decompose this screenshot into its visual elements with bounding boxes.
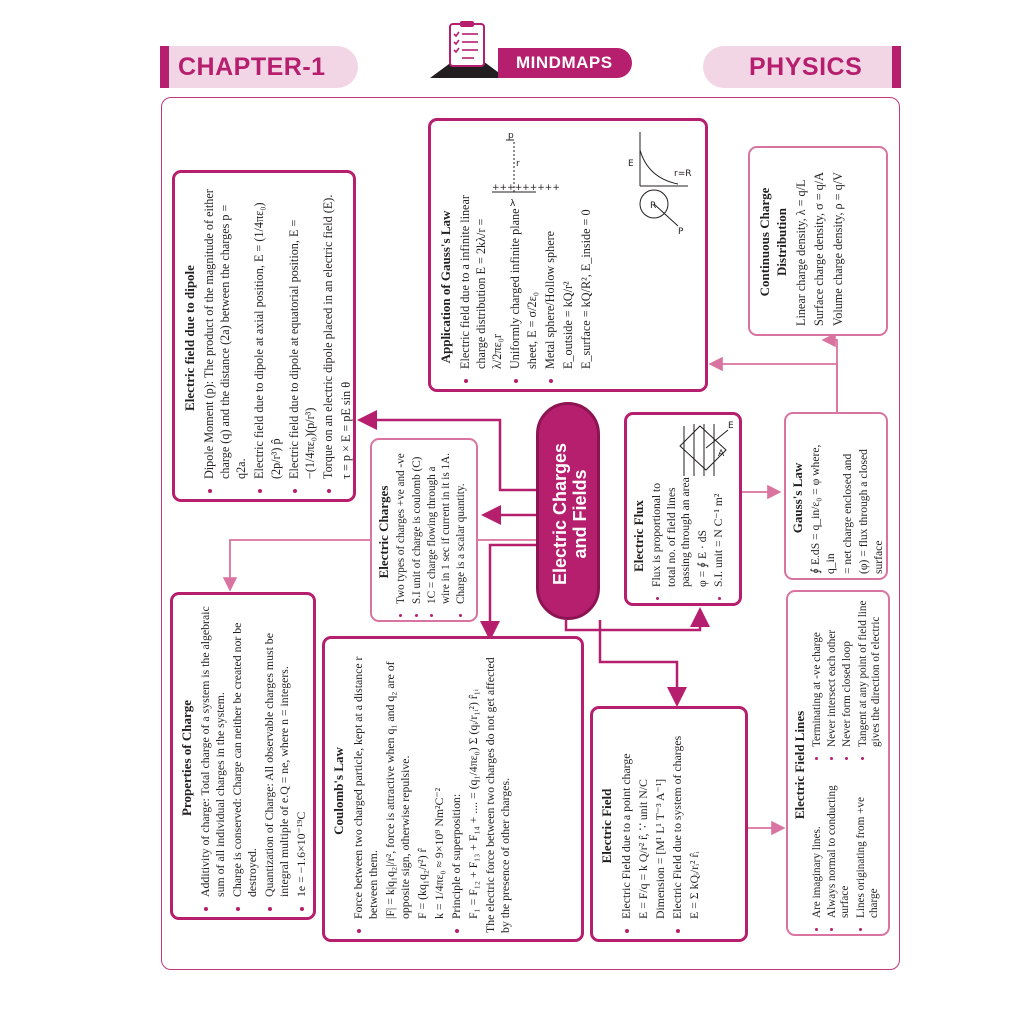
field-lines-item: Are imaginary lines. — [811, 769, 824, 918]
arrow-to-field — [598, 620, 687, 707]
charges-item: Charge is a scalar quantity. — [455, 446, 469, 604]
gauss-law-line: ∮ E.dS = q_in/ε₀ = φ where, q_in — [809, 444, 837, 574]
distribution-item: Volume charge density, ρ = q/V — [830, 172, 845, 326]
gauss-law-line: = net charge enclosed and — [840, 453, 854, 574]
charges-item: 1C = charge flowing through a wire in 1 … — [426, 446, 453, 604]
field-item: Electric Field due to a point charge — [619, 719, 634, 919]
dipole-item: Torque on an electric dipole placed in a… — [320, 183, 336, 479]
charges-item: S.I unit of charge is coulomb (C) — [411, 446, 425, 604]
coulomb-list: Force between two charged particle, kept… — [351, 649, 381, 933]
field-item: Electric Field due to system of charges — [670, 719, 685, 919]
flux-fig-label-e: E — [728, 421, 734, 431]
dipole-item: Electric field due to dipole at axial po… — [251, 183, 283, 479]
field-lines-box: Electric Field Lines Are imaginary lines… — [786, 590, 890, 936]
fig-label-p: p — [508, 131, 514, 141]
charges-item: Two types of charges +ve and -ve — [395, 446, 409, 604]
torque-formula: τ = p × E = pE sin θ — [338, 381, 353, 479]
arrow-to-coulomb — [480, 543, 536, 641]
field-lines-item: Never form closed loop — [841, 598, 854, 747]
central-topic: Electric Charges and Fields — [536, 402, 600, 620]
distribution-item: Linear charge density, λ = q/L — [794, 179, 809, 326]
flux-title: Electric Flux — [631, 500, 646, 572]
distribution-title: Continuous Charge Distribution — [757, 187, 790, 297]
chapter-title: CHAPTER-1 — [178, 53, 326, 81]
distribution-item: Surface charge density, σ = q/A — [812, 172, 827, 326]
mindmaps-badge: MINDMAPS — [498, 48, 632, 78]
field-lines-item: Terminating at -ve charge — [811, 598, 824, 747]
properties-list: Additivity of charge: Total charge of a … — [198, 605, 308, 911]
flux-item: Flux is proportional to total no. of fie… — [650, 471, 693, 587]
properties-item: Charge is conserved: Charge can neither … — [230, 605, 260, 897]
arrow-gauss-to-app — [708, 356, 838, 412]
clipboard-checklist-icon — [430, 21, 506, 78]
flux-formula: φ = ∮ E · dS — [695, 530, 709, 587]
dipole-item: Electric field due to dipole at equatori… — [286, 183, 318, 479]
flux-figure: E A — [679, 421, 734, 476]
properties-item: 1e = −1.6×10⁻¹⁹C — [294, 605, 309, 897]
coulomb-line: k = 1/4πε₀ ≈ 9×10⁹ Nm²C⁻² — [432, 787, 447, 919]
arrow-to-dipole — [357, 410, 536, 492]
gauss-application-box: Application of Gauss's Law Electric fiel… — [428, 118, 708, 392]
subject-header: PHYSICS — [703, 46, 901, 88]
coulomb-line: F = (kq₁q₂/r²) r̂ — [415, 848, 429, 919]
field-lines-item: Never intersect each other — [826, 598, 839, 747]
flux-item: S.I. unit = N C⁻¹ m² — [712, 471, 726, 587]
fig-label-P: P — [678, 227, 684, 236]
properties-title: Properties of Charge — [179, 700, 194, 817]
charges-list: Two types of charges +ve and -ve S.I uni… — [395, 446, 469, 618]
chapter-accent-bar — [160, 46, 169, 88]
coulomb-item: Principle of superposition: — [449, 649, 464, 919]
flux-box: Electric Flux Flux is proportional to to… — [624, 412, 742, 606]
dipole-title: Electric field due to dipole — [182, 265, 197, 411]
central-topic-line1: Electric Charges — [550, 442, 571, 586]
field-list: Electric Field due to a point charge — [619, 719, 634, 933]
charges-title: Electric Charges — [376, 485, 391, 579]
chapter-header: CHAPTER-1 — [160, 46, 358, 88]
fig-label-r: r — [516, 159, 520, 169]
coulomb-note: The electric force between two charges d… — [483, 657, 513, 933]
field-dimension: Dimension = [M¹ L¹ T⁻³ A⁻¹] — [652, 778, 667, 919]
properties-item: Quantization of Charge: All observable c… — [262, 605, 292, 897]
coulomb-title: Coulomb's Law — [331, 747, 346, 835]
gauss-application-title: Application of Gauss's Law — [438, 210, 453, 364]
dipole-item: Dipole Moment (p): The product of the ma… — [201, 183, 249, 479]
mindmap-frame — [161, 97, 900, 970]
coulomb-line: |F| = k|q₁q₂|/r², force is attractive wh… — [382, 661, 412, 919]
field-lines-item: Lines originating from +ve charge — [855, 769, 882, 918]
fig-label-lambda: λ — [510, 199, 516, 209]
svg-text:+++++++++: +++++++++ — [492, 183, 560, 193]
fig-label-e: E — [628, 159, 634, 169]
dipole-list: Dipole Moment (p): The product of the ma… — [201, 183, 336, 493]
field-box: Electric Field Electric Field due to a p… — [590, 706, 748, 942]
central-topic-line2: and Fields — [570, 469, 590, 559]
properties-item: Additivity of charge: Total charge of a … — [198, 605, 228, 897]
properties-box: Properties of Charge Additivity of charg… — [170, 592, 316, 920]
field-title: Electric Field — [599, 788, 614, 864]
fig-label-rr: r=R — [674, 169, 692, 179]
subject-accent-bar — [892, 46, 901, 88]
arrow-gauss-to-distribution — [821, 332, 838, 412]
field-lines-item: Always normal to conducting surface — [826, 769, 853, 918]
superposition-formula: F₁ = F₁₂ + F₁₃ + F₁₄ + .... = (q₁/4πε₀) … — [466, 689, 481, 919]
coulomb-box: Coulomb's Law Force between two charged … — [322, 636, 584, 942]
dipole-box: Electric field due to dipole Dipole Mome… — [172, 170, 356, 502]
coulomb-item: Force between two charged particle, kept… — [351, 649, 381, 919]
gauss-law-title: Gauss's Law — [790, 462, 805, 534]
field-lines-list: Are imaginary lines. Always normal to co… — [811, 592, 888, 932]
system-charges-formula: E = Σ kQᵢ/rᵢ² r̂ᵢ — [687, 851, 701, 919]
mindmaps-label: MINDMAPS — [516, 53, 613, 72]
flux-fig-label-a: A — [718, 449, 725, 459]
field-lines-title: Electric Field Lines — [792, 710, 807, 820]
gauss-law-box: Gauss's Law ∮ E.dS = q_in/ε₀ = φ where, … — [784, 412, 888, 580]
arrow-to-flux — [564, 607, 710, 632]
gauss-figures: +++++++++ p r λ E r=R R P — [492, 131, 692, 236]
subject-title: PHYSICS — [749, 53, 863, 81]
flux-list: Flux is proportional to total no. of fie… — [650, 471, 693, 601]
distribution-box: Continuous Charge Distribution Linear ch… — [748, 146, 888, 336]
charges-box: Electric Charges Two types of charges +v… — [370, 438, 478, 622]
fig-label-R: R — [650, 201, 656, 211]
point-charge-formula: E = F/q = k Q/r² r̂, ∵ unit N/C — [635, 779, 650, 919]
gauss-law-line: (φ) = flux through a closed surface — [857, 449, 885, 574]
